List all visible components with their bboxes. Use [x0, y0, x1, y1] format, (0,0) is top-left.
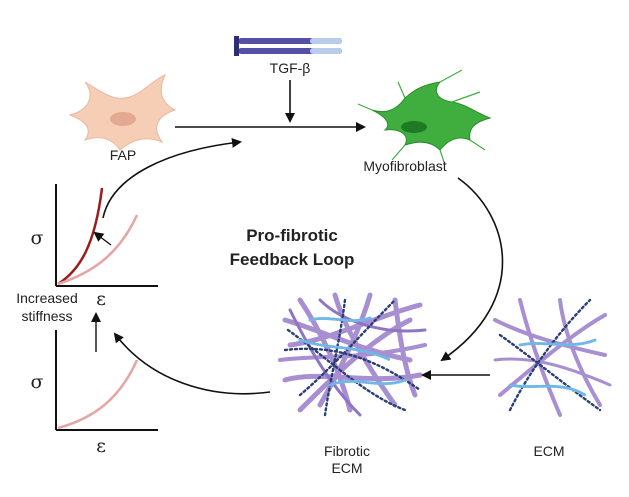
fap-cell-icon	[68, 73, 177, 151]
tgf-beta-receptor-icon	[234, 36, 342, 56]
myofibroblast-label: Myofibroblast	[363, 158, 446, 174]
lower-graph-xlabel: ε	[96, 435, 106, 457]
upper-graph-ylabel: σ	[31, 227, 44, 249]
stiff-curve	[57, 187, 104, 286]
lower-graph-ylabel: σ	[31, 371, 44, 393]
fibrotic-ecm-mesh-icon	[278, 292, 427, 417]
myofibroblast-to-fibrotic-ecm-arrow	[440, 177, 504, 362]
stiffening-arrow	[93, 231, 112, 246]
stiffness-label-line2: stiffness	[21, 308, 72, 324]
myofibroblast-cell-icon	[357, 69, 492, 166]
lower-stress-strain-graph	[55, 330, 158, 431]
upper-graph-xlabel: ε	[96, 288, 106, 310]
ecm-mesh-icon	[493, 298, 612, 417]
stiffness-label-line1: Increased	[16, 290, 77, 306]
tgf-beta-label: TGF-β	[270, 60, 311, 76]
soft-curve	[57, 214, 139, 286]
fibrotic-ecm-label-line1: Fibrotic	[324, 443, 370, 459]
soft-curve-lower	[57, 359, 139, 430]
fibrotic-ecm-to-graph-arrow	[113, 332, 271, 395]
center-title-line2: Feedback Loop	[230, 250, 355, 269]
fap-label: FAP	[110, 147, 136, 163]
upper-stress-strain-graph	[55, 184, 158, 287]
ecm-label: ECM	[533, 443, 564, 459]
fibrotic-ecm-label-line2: ECM	[331, 460, 362, 476]
center-title-line1: Pro-fibrotic	[246, 226, 338, 245]
stiffness-to-fap-arrow	[102, 137, 242, 219]
